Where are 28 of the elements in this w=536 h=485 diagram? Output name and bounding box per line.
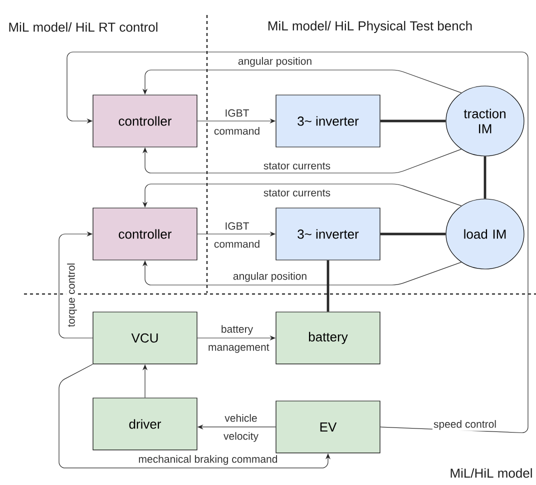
process-box: EV <box>276 400 380 454</box>
edge-label: stator currents <box>262 162 332 170</box>
connector-line <box>326 260 330 312</box>
process-box: VCU <box>92 312 198 364</box>
edge-label: battery management <box>208 325 270 353</box>
process-box: controller <box>92 208 198 260</box>
edge-label: stator currents <box>262 188 332 198</box>
process-box: 3~ inverter <box>276 208 380 260</box>
edge-label: torque control <box>66 262 78 328</box>
edge-label: IGBT command <box>214 109 260 135</box>
process-box: controller <box>92 94 198 148</box>
connector-line <box>484 156 486 199</box>
arrow <box>58 231 93 338</box>
process-box: driver <box>92 398 198 450</box>
connector-line <box>380 232 446 236</box>
process-box: 3~ inverter <box>276 94 380 148</box>
process-box: battery <box>276 312 380 364</box>
edge-label: mechanical braking command <box>137 454 279 466</box>
area-label: MiL/HiL model <box>450 468 532 478</box>
edge-label: speed control <box>432 419 498 431</box>
area-label: MiL model/ HiL RT control <box>9 22 158 32</box>
edge-label: vehicle velocity <box>224 414 258 442</box>
edge-label: angular position <box>236 56 314 68</box>
arrow <box>66 52 528 434</box>
edge-label: angular position <box>232 271 308 283</box>
edge-label: IGBT command <box>214 222 260 248</box>
area-label: MiL model/ HiL Physical Test bench <box>268 20 472 34</box>
connector-line <box>380 120 446 122</box>
